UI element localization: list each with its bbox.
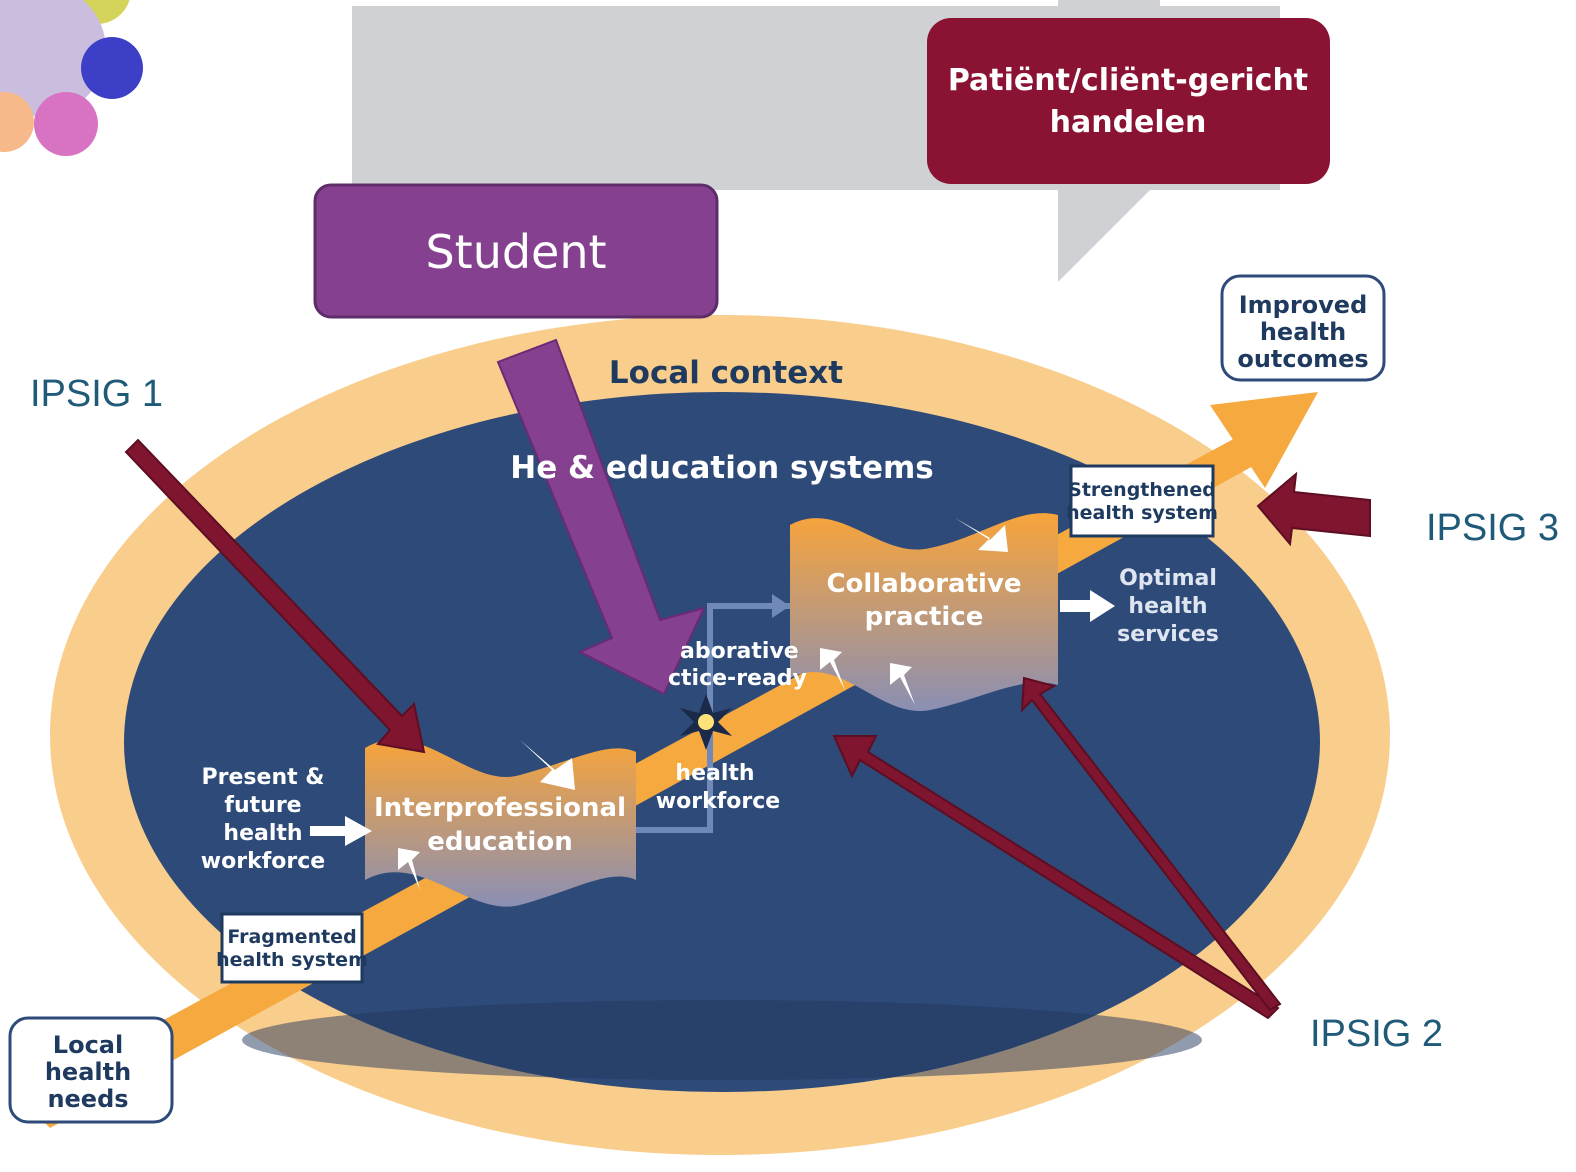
svg-text:needs: needs <box>47 1085 128 1113</box>
svg-text:Strengthened: Strengthened <box>1068 479 1216 501</box>
cp-banner-shape <box>790 513 1058 712</box>
local-needs-box: Local health needs <box>8 1016 174 1124</box>
student-box: Student <box>313 183 719 319</box>
student-label: Student <box>425 225 606 279</box>
svg-text:Local: Local <box>53 1031 123 1059</box>
collaborative-practice-label: Collaborative practice <box>826 569 1021 632</box>
svg-text:Optimal: Optimal <box>1119 566 1217 591</box>
svg-text:Present &: Present & <box>202 765 325 790</box>
ipsig1-label: IPSIG 1 <box>30 373 163 415</box>
ipsig-arrows <box>124 438 1371 1020</box>
decorative-dots <box>0 0 143 156</box>
strengthened-box: Strengthened health system <box>1066 464 1218 538</box>
svg-text:ctice-ready: ctice-ready <box>668 666 807 691</box>
practice-ready-label: aborative ctice-ready <box>668 639 807 691</box>
svg-text:Improved: Improved <box>1239 291 1368 319</box>
student-arrow <box>496 338 706 696</box>
banner-line1: Patiënt/cliënt-gericht <box>948 63 1308 98</box>
svg-text:health: health <box>675 761 754 786</box>
optimal-services: Optimal health services <box>1117 566 1219 647</box>
svg-text:practice: practice <box>865 602 984 632</box>
local-context-label: Local context <box>609 355 843 391</box>
svg-text:health system: health system <box>216 949 368 971</box>
starburst-icon <box>680 694 732 750</box>
banner-line2: handelen <box>1050 105 1207 140</box>
interprofessional-education-label: Interprofessional education <box>374 793 626 857</box>
svg-text:workforce: workforce <box>656 789 780 814</box>
outcome-arrowhead <box>1210 392 1318 488</box>
fragmented-box: Fragmented health system <box>216 912 368 984</box>
svg-text:health system: health system <box>1066 502 1218 524</box>
svg-text:Collaborative: Collaborative <box>826 569 1021 599</box>
svg-text:health: health <box>1128 594 1207 619</box>
white-arrows <box>310 518 1115 890</box>
svg-text:education: education <box>427 827 572 857</box>
svg-text:health: health <box>223 821 302 846</box>
svg-text:workforce: workforce <box>201 849 325 874</box>
ipsig2-label: IPSIG 2 <box>1310 1013 1443 1055</box>
present-future-label: Present & future health workforce <box>201 765 325 874</box>
ipsig3-label: IPSIG 3 <box>1426 507 1559 549</box>
systems-label: He & education systems <box>510 450 933 486</box>
svg-text:health: health <box>45 1058 131 1086</box>
svg-text:future: future <box>224 793 301 818</box>
health-workforce-label: health workforce <box>656 761 780 814</box>
svg-text:services: services <box>1117 622 1219 647</box>
patient-banner: Patiënt/cliënt-gericht handelen <box>927 18 1330 184</box>
svg-text:health: health <box>1260 318 1346 346</box>
svg-text:Interprofessional: Interprofessional <box>374 793 626 823</box>
svg-text:aborative: aborative <box>680 639 799 664</box>
improved-outcomes-box: Improved health outcomes <box>1220 274 1386 382</box>
svg-text:outcomes: outcomes <box>1237 345 1368 373</box>
svg-text:Fragmented: Fragmented <box>227 926 356 948</box>
